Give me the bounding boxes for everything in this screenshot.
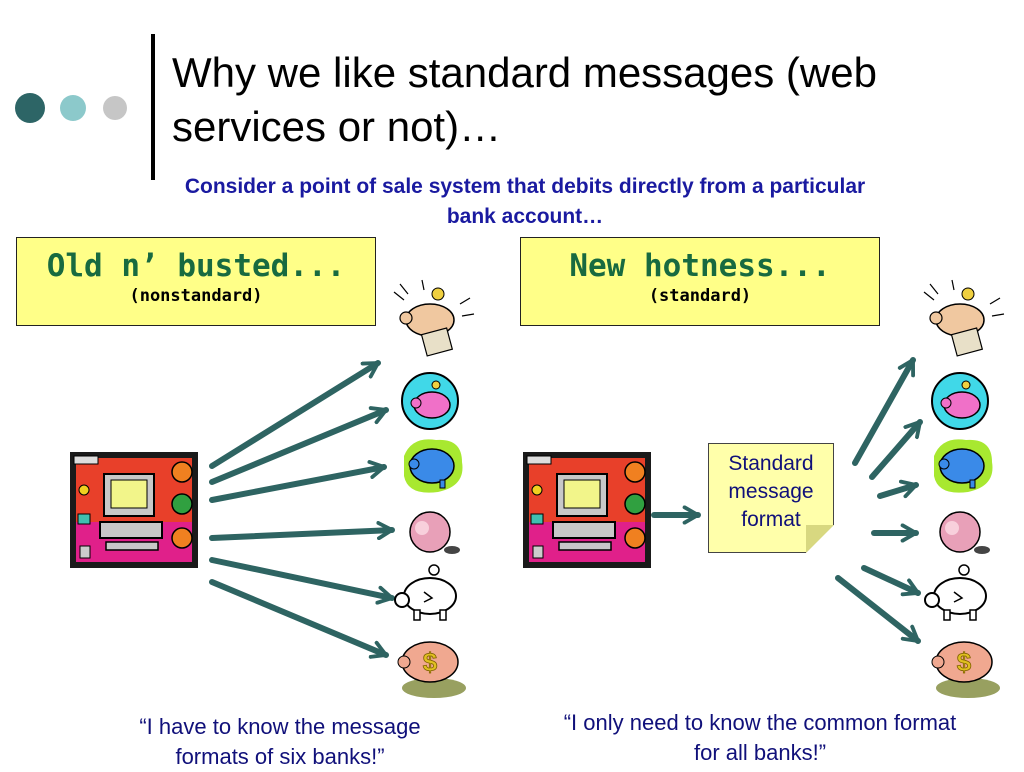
svg-text:$: $: [423, 647, 438, 677]
arrow-left-to-bank-4: [209, 521, 395, 541]
slide-title: Why we like standard messages (web servi…: [172, 49, 877, 150]
arrow-right-to-bank-3: [877, 479, 919, 499]
arrow-left-to-bank-3: [209, 460, 387, 503]
arrow-right-to-bank-2: [869, 419, 923, 480]
piggy-bank-beige-icon: [923, 279, 1005, 357]
old-approach-panel: Old n’ busted... (nonstandard): [16, 237, 376, 326]
piggy-bank-round-pink-icon: [409, 511, 460, 554]
arrow-right-to-bank-1: [852, 357, 916, 466]
bullet-dot-light: [60, 95, 86, 121]
piggy-bank-blue-green-icon: [404, 439, 463, 493]
quote-right: “I only need to know the common format f…: [563, 710, 957, 765]
piggy-bank-outline-icon: [924, 564, 987, 621]
old-approach-heading: Old n’ busted...: [46, 248, 346, 284]
pos-computer-icon-right: [522, 451, 652, 569]
slide-subtitle: Consider a point of sale system that deb…: [184, 175, 866, 228]
standard-message-format-note: Standard message format: [708, 443, 834, 553]
piggy-bank-outline-icon: [394, 564, 457, 621]
piggy-bank-pink-cyan-icon: [401, 372, 459, 430]
bullet-dot-gray: [103, 96, 127, 120]
quote-left: “I have to know the message formats of s…: [139, 714, 421, 769]
piggy-bank-round-pink-icon: [939, 511, 990, 554]
piggy-bank-blue-green-icon: [934, 439, 993, 493]
old-approach-subheading: (nonstandard): [129, 286, 263, 306]
arrow-left-to-bank-2: [209, 406, 389, 485]
note-corner-fold: [806, 525, 834, 553]
standard-message-format-text: Standard message format: [728, 452, 814, 531]
arrow-left-to-bank-6: [209, 579, 389, 659]
new-approach-subheading: (standard): [648, 286, 752, 306]
arrow-right-to-bank-5: [861, 565, 921, 597]
pos-computer-icon-left: [69, 451, 199, 569]
new-approach-heading: New hotness...: [569, 248, 831, 284]
bullet-dot-dark: [15, 93, 45, 123]
svg-text:$: $: [957, 647, 972, 677]
arrow-left-to-bank-1: [209, 360, 381, 469]
arrow-right-to-bank-6: [835, 575, 921, 644]
piggy-bank-dollar-icon: $: [397, 641, 466, 698]
piggy-bank-pink-cyan-icon: [931, 372, 989, 430]
title-divider: [151, 34, 155, 180]
piggy-bank-dollar-icon: $: [931, 641, 1000, 698]
piggy-bank-beige-icon: [393, 279, 475, 357]
new-approach-panel: New hotness... (standard): [520, 237, 880, 326]
arrow-left-to-bank-5: [209, 557, 395, 605]
